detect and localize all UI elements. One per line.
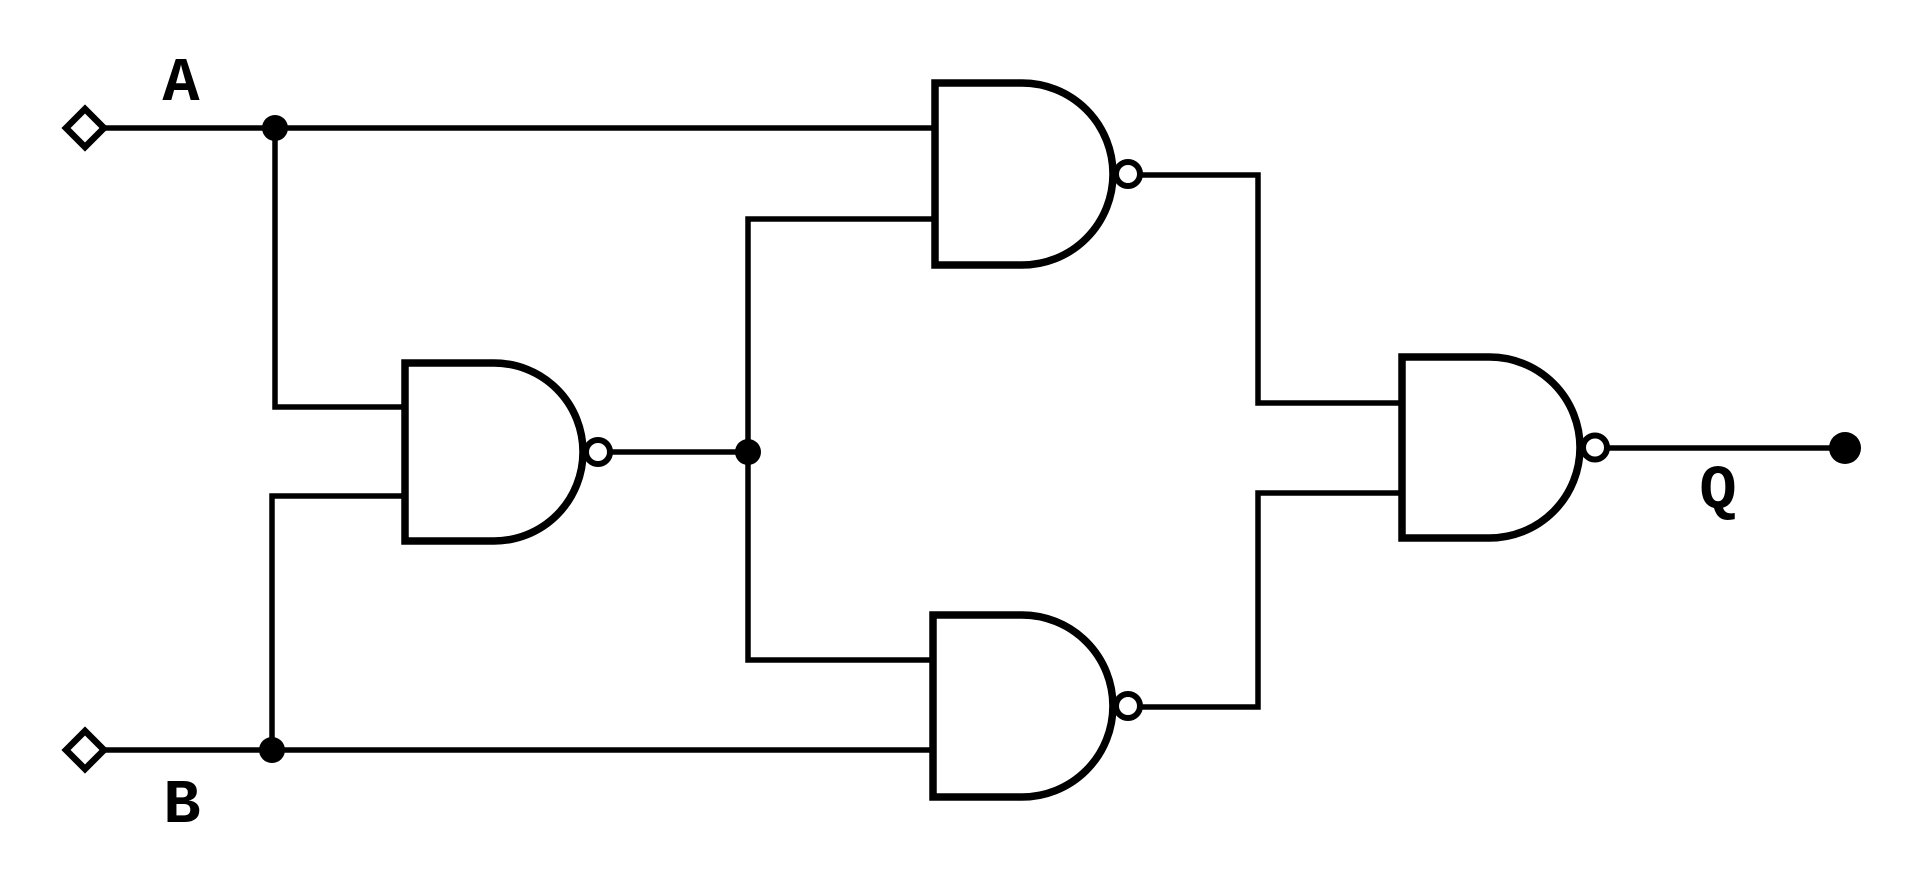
wire-b-branch	[269, 493, 408, 753]
input-b-label: B	[163, 770, 200, 841]
nand-gate-top-body	[931, 79, 1117, 269]
nand-gate-bottom-body	[929, 611, 1117, 801]
junction-b-dot	[259, 737, 285, 763]
junction-a-dot	[262, 115, 288, 141]
nand-gate-bottom-bubble-icon	[1113, 691, 1143, 721]
nand-gate-left-body	[401, 359, 587, 545]
input-terminal-b-diamond-icon	[61, 726, 109, 774]
input-a-label: A	[162, 48, 200, 119]
output-terminal-q-dot	[1829, 432, 1861, 464]
nand-gate-output-body	[1398, 353, 1584, 542]
junction-mid-dot	[735, 439, 761, 465]
labels-layer: A B Q	[162, 48, 1736, 841]
wire-nand-top-out	[1137, 172, 1405, 406]
wire-nand-bottom-out	[1137, 490, 1405, 710]
input-terminal-a-diamond-icon	[61, 104, 109, 152]
nand-gate-left-bubble-icon	[583, 437, 613, 467]
wire-mid-distribution	[745, 216, 938, 663]
output-q-label: Q	[1699, 456, 1736, 527]
nand-gate-output-bubble-icon	[1580, 432, 1610, 463]
wire-a-branch	[272, 125, 408, 410]
gates-layer	[401, 79, 1610, 801]
nand-gate-top-bubble-icon	[1113, 159, 1143, 189]
markers-layer	[61, 104, 1861, 774]
